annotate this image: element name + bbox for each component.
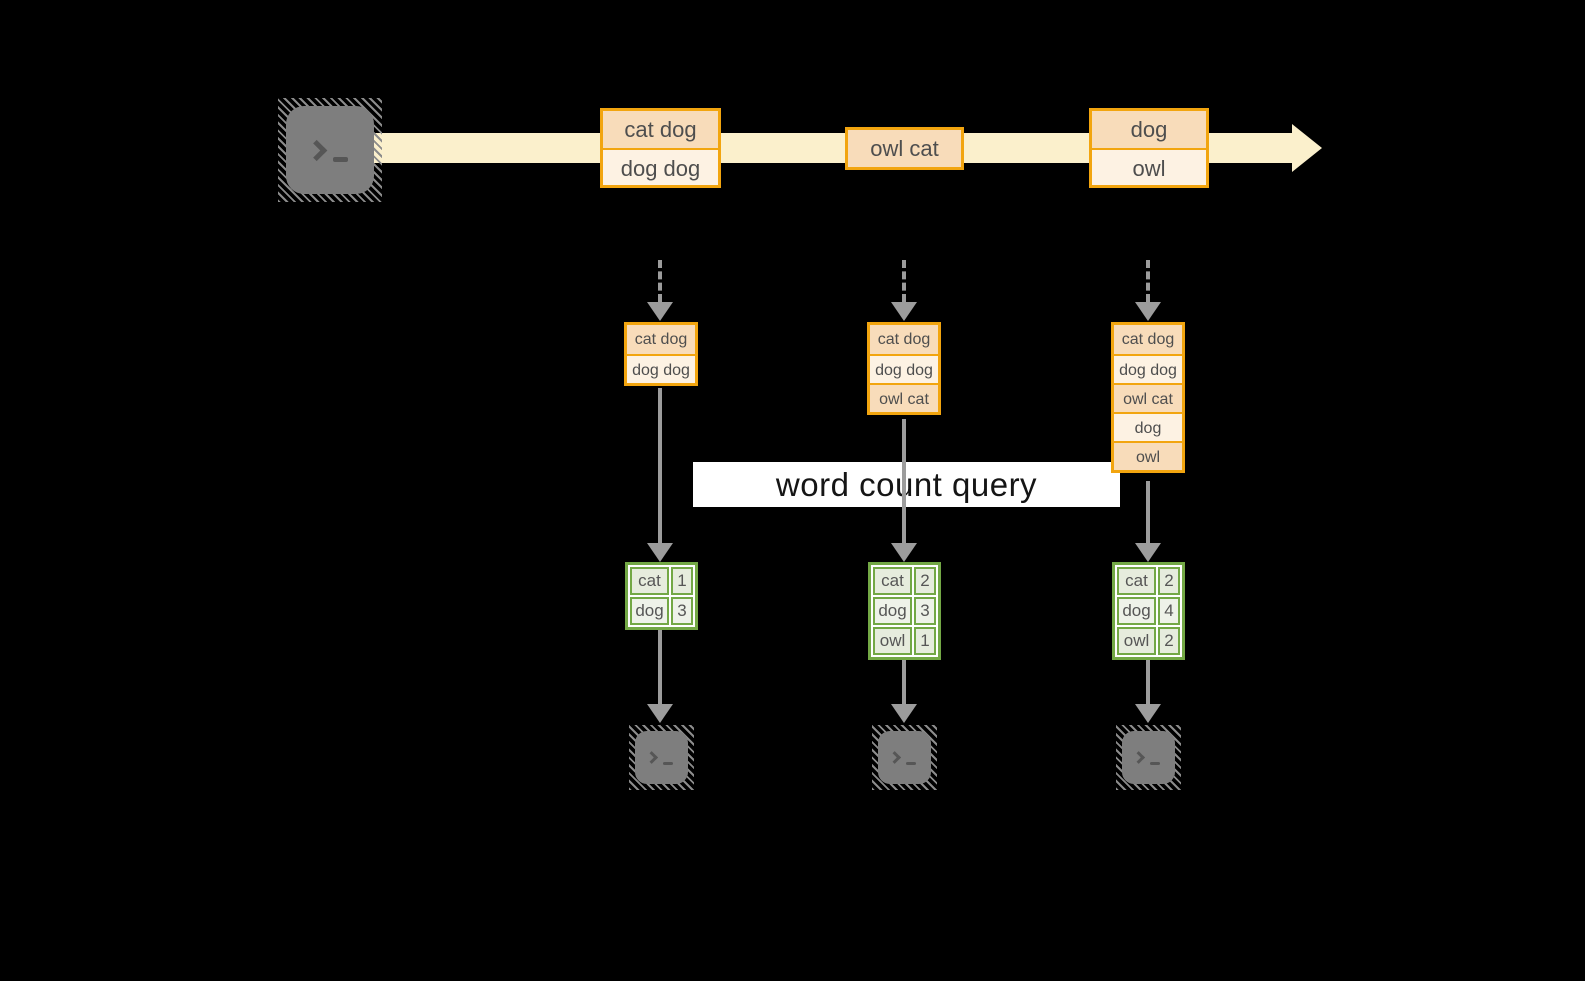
stream-record: owl <box>1092 148 1206 185</box>
buffer-record: dog dog <box>1114 354 1182 383</box>
down-arrow-icon <box>891 419 917 562</box>
buffer-record: cat dog <box>627 325 695 354</box>
count-word-cell: owl <box>873 627 912 655</box>
count-value-cell: 1 <box>671 567 693 595</box>
arrow-stem <box>1146 260 1150 302</box>
query-banner: word count query <box>693 462 1120 507</box>
buffer-record: cat dog <box>1114 325 1182 354</box>
stream-record-box-1: cat dog dog dog <box>600 108 721 188</box>
count-word-cell: dog <box>630 597 669 625</box>
stream-record: dog <box>1092 111 1206 148</box>
arrow-head <box>647 543 673 562</box>
arrow-head <box>1135 302 1161 321</box>
terminal-body <box>878 731 931 784</box>
terminal-body <box>1122 731 1175 784</box>
prompt-cursor-icon <box>333 156 348 162</box>
count-word-cell: cat <box>1117 567 1156 595</box>
down-arrow-icon <box>647 630 673 723</box>
prompt-cursor-icon <box>1150 762 1160 765</box>
arrow-head <box>891 543 917 562</box>
prompt-chevron-icon <box>645 751 659 764</box>
prompt-cursor-icon <box>663 762 673 765</box>
record-buffer-stack-1: cat dog dog dog <box>624 322 698 386</box>
count-word-cell: cat <box>630 567 669 595</box>
count-word-cell: owl <box>1117 627 1156 655</box>
down-arrow-icon <box>1135 660 1161 723</box>
arrow-stem <box>658 630 662 704</box>
arrow-head <box>891 302 917 321</box>
arrow-stem <box>1146 481 1150 543</box>
count-value-cell: 1 <box>914 627 936 655</box>
terminal-body <box>635 731 688 784</box>
terminal-body <box>286 106 374 194</box>
source-terminal-icon <box>278 98 382 202</box>
prompt-chevron-icon <box>888 751 902 764</box>
word-count-table-1: cat 1 dog 3 <box>625 562 698 630</box>
buffer-record: dog <box>1114 412 1182 441</box>
stream-record-box-2: owl cat <box>845 127 964 170</box>
buffer-record: owl <box>1114 441 1182 470</box>
arrow-stem <box>902 260 906 302</box>
arrow-stem <box>902 419 906 543</box>
record-buffer-stack-2: cat dog dog dog owl cat <box>867 322 941 415</box>
record-buffer-stack-3: cat dog dog dog owl cat dog owl <box>1111 322 1185 473</box>
arrow-stem <box>1146 660 1150 704</box>
stream-record: cat dog <box>603 111 718 148</box>
consumer-terminal-icon <box>629 725 694 790</box>
prompt-chevron-icon <box>1132 751 1146 764</box>
buffer-record: owl cat <box>1114 383 1182 412</box>
count-value-cell: 4 <box>1158 597 1180 625</box>
buffer-record: dog dog <box>627 354 695 383</box>
down-arrow-icon <box>1135 481 1161 562</box>
buffer-record: dog dog <box>870 354 938 383</box>
arrow-stem <box>902 660 906 704</box>
stream-record: owl cat <box>848 130 961 167</box>
arrow-head <box>891 704 917 723</box>
count-word-cell: dog <box>873 597 912 625</box>
query-banner-label: word count query <box>775 465 1038 503</box>
count-value-cell: 2 <box>914 567 936 595</box>
buffer-record: owl cat <box>870 383 938 412</box>
arrow-head <box>1135 543 1161 562</box>
word-count-table-3: cat 2 dog 4 owl 2 <box>1112 562 1185 660</box>
down-arrow-icon <box>891 660 917 723</box>
consumer-terminal-icon <box>1116 725 1181 790</box>
count-value-cell: 2 <box>1158 627 1180 655</box>
stream-record-box-3: dog owl <box>1089 108 1209 188</box>
word-count-table-2: cat 2 dog 3 owl 1 <box>868 562 941 660</box>
stream-record: dog dog <box>603 148 718 185</box>
count-word-cell: cat <box>873 567 912 595</box>
arrow-head <box>647 302 673 321</box>
right-arrow-icon <box>1292 124 1322 172</box>
prompt-cursor-icon <box>906 762 916 765</box>
count-value-cell: 3 <box>914 597 936 625</box>
dashed-down-arrow-icon <box>891 260 917 321</box>
dashed-down-arrow-icon <box>647 260 673 321</box>
prompt-chevron-icon <box>306 139 328 161</box>
arrow-stem <box>658 260 662 302</box>
count-value-cell: 2 <box>1158 567 1180 595</box>
count-value-cell: 3 <box>671 597 693 625</box>
consumer-terminal-icon <box>872 725 937 790</box>
arrow-head <box>1135 704 1161 723</box>
buffer-record: cat dog <box>870 325 938 354</box>
arrow-stem <box>658 388 662 543</box>
count-word-cell: dog <box>1117 597 1156 625</box>
dashed-down-arrow-icon <box>1135 260 1161 321</box>
down-arrow-icon <box>647 388 673 562</box>
arrow-head <box>647 704 673 723</box>
